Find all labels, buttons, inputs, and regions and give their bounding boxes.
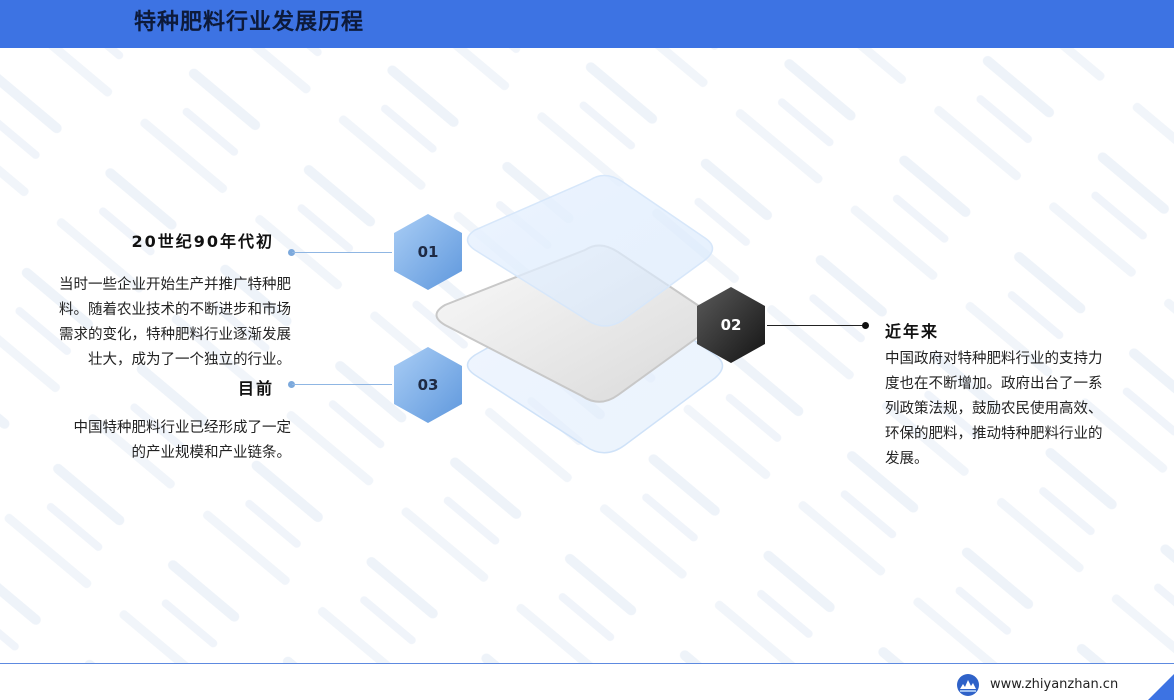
step-02-line-1: 中国政府对特种肥料行业的支持力: [885, 351, 1103, 367]
step-03-connector-line: [292, 384, 392, 385]
step-01-connector-dot: [288, 249, 295, 256]
step-02-description: 中国政府对特种肥料行业的支持力 度也在不断增加。政府出台了一系 列政策法规，鼓励…: [885, 347, 1170, 472]
step-03-description: 中国特种肥料行业已经形成了一定 的产业规模和产业链条。: [0, 416, 292, 466]
step-02-line-5: 发展。: [885, 451, 929, 467]
step-01-line-1: 当时一些企业开始生产并推广特种肥: [59, 277, 291, 293]
step-01-description: 当时一些企业开始生产并推广特种肥 料。随着农业技术的不断进步和市场 需求的变化，…: [0, 273, 291, 373]
step-01-number: 01: [417, 243, 439, 261]
step-01-line-3: 需求的变化，特种肥料行业逐渐发展: [59, 327, 291, 343]
step-03-heading: 目前: [237, 379, 274, 398]
step-02-line-3: 列政策法规，鼓励农民使用高效、: [885, 401, 1103, 417]
step-02-connector-dot: [862, 322, 869, 329]
step-01-heading: 20世纪90年代初: [131, 232, 274, 251]
step-02-line-2: 度也在不断增加。政府出台了一系: [885, 376, 1103, 392]
step-01-line-4: 壮大，成为了一个独立的行业。: [88, 352, 291, 368]
step-03-hexagon-icon: [394, 347, 462, 423]
step-01-line-2: 料。随着农业技术的不断进步和市场: [59, 302, 291, 318]
step-03-connector-dot: [288, 381, 295, 388]
step-01-hexagon-icon: [394, 214, 462, 290]
step-03-number: 03: [417, 376, 439, 394]
zhiyan-globe-logo-icon: [957, 674, 979, 696]
step-01-connector-line: [292, 252, 392, 253]
footer-url[interactable]: www.zhiyanzhan.cn: [990, 677, 1119, 692]
step-03-line-1: 中国特种肥料行业已经形成了一定: [73, 420, 292, 436]
layered-diamond-graphic: [435, 174, 724, 454]
step-03-line-2: 的产业规模和产业链条。: [131, 445, 292, 461]
footer-corner-triangle: [1148, 674, 1174, 700]
step-02-number: 02: [720, 316, 742, 334]
step-02-heading: 近年来: [885, 322, 940, 341]
header-bar: [0, 0, 1174, 48]
footer-divider: [0, 663, 1174, 664]
step-02-hexagon-icon: [697, 287, 765, 363]
diamond-layer-top: [466, 174, 714, 327]
step-02-connector-line: [767, 325, 865, 326]
page-title: 特种肥料行业发展历程: [134, 10, 365, 35]
step-02-line-4: 环保的肥料，推动特种肥料行业的: [885, 426, 1103, 442]
